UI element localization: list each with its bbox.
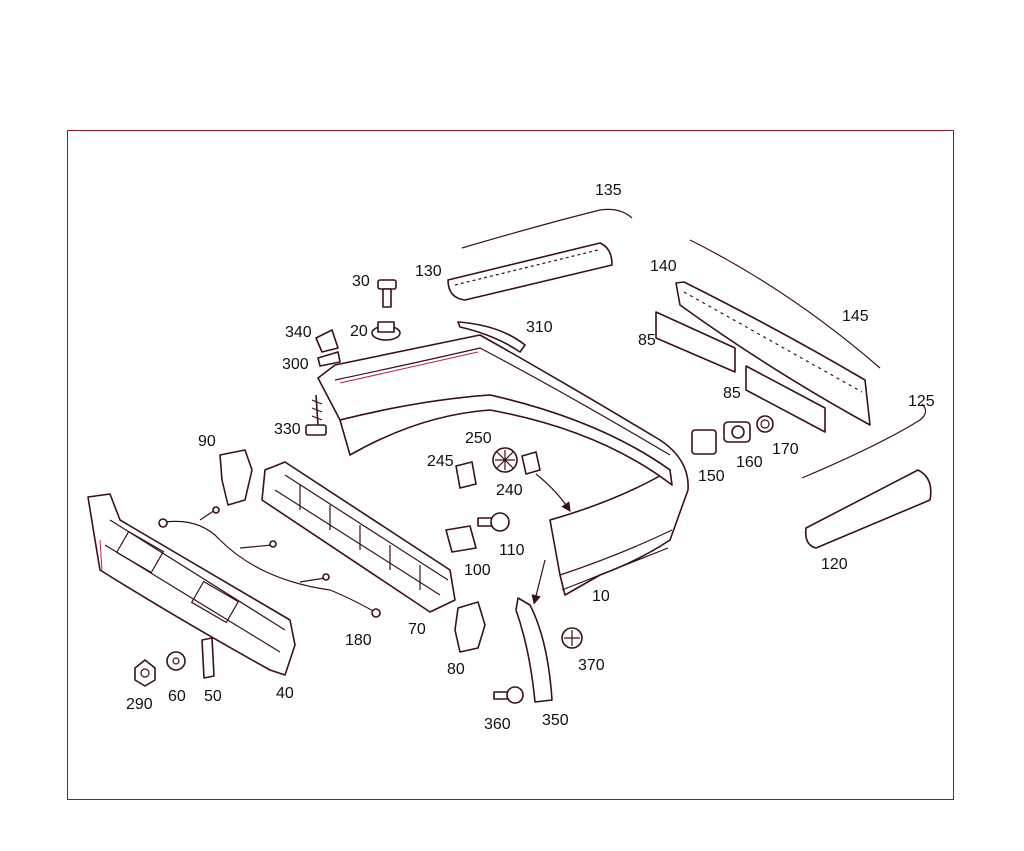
label-150: 150: [698, 468, 725, 485]
label-340: 340: [285, 324, 312, 341]
part-120-side-trim: [804, 469, 932, 549]
part-110-bolt: [477, 512, 510, 532]
label-290: 290: [126, 696, 153, 713]
label-240: 240: [496, 482, 523, 499]
part-85-pad-left: [655, 311, 736, 373]
part-150-sensor-housing: [691, 429, 717, 455]
part-30-bolt: [377, 279, 397, 308]
part-350-mud-flap: [515, 597, 553, 703]
label-330: 330: [274, 421, 301, 438]
label-145: 145: [842, 308, 869, 325]
part-170-grommet: [756, 415, 774, 433]
label-30: 30: [352, 273, 370, 290]
label-70: 70: [408, 621, 426, 638]
part-370-grommet: [561, 627, 583, 649]
part-140-side-trim: [675, 281, 871, 426]
label-360: 360: [484, 716, 511, 733]
label-50: 50: [204, 688, 222, 705]
label-85-left: 85: [638, 332, 656, 349]
part-290-nut: [134, 659, 156, 687]
label-310: 310: [526, 319, 553, 336]
label-20: 20: [350, 323, 368, 340]
label-120: 120: [821, 556, 848, 573]
label-300: 300: [282, 356, 309, 373]
label-160: 160: [736, 454, 763, 471]
part-60-washer: [166, 651, 186, 671]
label-370: 370: [578, 657, 605, 674]
label-60: 60: [168, 688, 186, 705]
part-310-strip: [457, 321, 526, 353]
label-85-right: 85: [723, 385, 741, 402]
part-20-nut: [371, 321, 401, 341]
part-10-bumper-cover: [317, 334, 689, 596]
label-180: 180: [345, 632, 372, 649]
part-360-screw: [493, 686, 524, 704]
part-80-bracket: [454, 601, 486, 653]
part-245-clip: [455, 461, 477, 489]
label-80: 80: [447, 661, 465, 678]
diagram-frame: [67, 130, 954, 800]
part-135-trim-strip: [461, 208, 633, 249]
part-160-sensor: [723, 421, 751, 443]
label-125: 125: [908, 393, 935, 410]
label-135: 135: [595, 182, 622, 199]
label-40: 40: [276, 685, 294, 702]
part-340-clip: [315, 329, 339, 353]
part-40-bumper-carrier: [87, 493, 296, 676]
label-245: 245: [427, 453, 454, 470]
label-130: 130: [415, 263, 442, 280]
part-90-bracket: [219, 449, 253, 506]
label-10: 10: [592, 588, 610, 605]
part-240-bracket: [521, 451, 541, 475]
label-140: 140: [650, 258, 677, 275]
label-90: 90: [198, 433, 216, 450]
label-350: 350: [542, 712, 569, 729]
part-130-upper-trim: [447, 242, 613, 301]
label-100: 100: [464, 562, 491, 579]
label-110: 110: [499, 542, 525, 559]
part-330-screw: [305, 394, 327, 436]
part-50-clip: [201, 637, 215, 679]
part-145-trim-strip: [689, 239, 881, 369]
label-250: 250: [465, 430, 492, 447]
part-70-impact-absorber: [261, 461, 456, 613]
part-250-grommet: [492, 447, 518, 473]
part-125-strip: [801, 403, 927, 479]
part-100-clip: [445, 525, 477, 553]
part-180-wiring-harness: [158, 506, 381, 618]
part-300-bracket: [317, 351, 341, 367]
part-85-pad-right: [745, 365, 826, 433]
label-170: 170: [772, 441, 799, 458]
